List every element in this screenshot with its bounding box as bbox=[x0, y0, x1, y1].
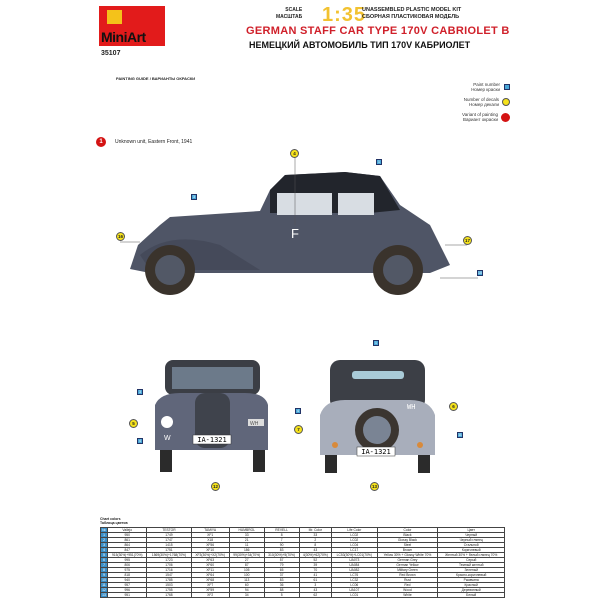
car-rear-view: IA-1321 WH bbox=[320, 360, 435, 473]
miniart-logo: MiniArt bbox=[99, 6, 165, 46]
table-cell: 1569(30%)+1768(70%) bbox=[146, 552, 192, 558]
page-title: GERMAN STAFF CAR TYPE 170V CABRIOLET B bbox=[246, 25, 510, 37]
table-cell: Белый bbox=[437, 592, 505, 598]
paint-callout: 4 bbox=[295, 408, 301, 414]
paint-callout: 1 bbox=[373, 340, 379, 346]
side-marking: F bbox=[291, 226, 299, 241]
decal-number-icon bbox=[502, 98, 510, 106]
table-cell: 1768 bbox=[146, 592, 192, 598]
car-side-view: F bbox=[120, 157, 478, 295]
front-marking: W bbox=[164, 435, 171, 442]
table-cell: 34 bbox=[228, 592, 265, 598]
paint-callout: 1 bbox=[376, 159, 382, 165]
variant-badge: 1 bbox=[96, 137, 106, 147]
paint-callout: 4 bbox=[137, 438, 143, 444]
painting-guide-heading: PAINTING GUIDE / ВАРИАНТЫ ОКРАСКИ bbox=[116, 76, 196, 81]
table-cell: XF2 bbox=[190, 592, 230, 598]
paint-callout: 3 bbox=[191, 194, 197, 200]
paint-callout: 11 bbox=[457, 432, 463, 438]
decal-callout: 12 bbox=[211, 482, 220, 491]
variant-icon bbox=[501, 112, 510, 122]
decal-callout: 4 bbox=[290, 149, 299, 158]
table-cell: Yellow 30% + Glossy White 70% bbox=[376, 552, 439, 558]
table-cell: 99(30%)+34(70%) bbox=[228, 552, 265, 558]
decal-callout: 6 bbox=[449, 402, 458, 411]
decal-callout: 17 bbox=[463, 236, 472, 245]
table-cell: Желтый 30% + белый глянец 70% bbox=[437, 552, 505, 558]
table-cell: 951 bbox=[106, 592, 148, 598]
decal-callout: 13 bbox=[370, 482, 379, 491]
kit-number: 35107 bbox=[101, 50, 121, 57]
variant-description: Unknown unit, Eastern Front, 1941 bbox=[115, 139, 193, 145]
table-cell: 5 bbox=[263, 592, 300, 598]
table-cell: 13 bbox=[100, 592, 108, 598]
decal-callout: 16 bbox=[116, 232, 125, 241]
paint-callout: 3 bbox=[137, 389, 143, 395]
table-cell: XF3(30%)+X2(70%) bbox=[190, 552, 230, 558]
decal-callout: 7 bbox=[294, 425, 303, 434]
page-title-ru: НЕМЕЦКИЙ АВТОМОБИЛЬ ТИП 170V КАБРИОЛЕТ bbox=[249, 40, 471, 50]
table-cell: LC01 bbox=[331, 592, 378, 598]
table-cell: White bbox=[376, 592, 439, 598]
rear-marking: WH bbox=[407, 403, 415, 411]
table-cell: 62 bbox=[298, 592, 333, 598]
paint-callout: 10 bbox=[477, 270, 483, 276]
front-plate: IA-1321 bbox=[197, 436, 227, 444]
scale-ratio: 1:35 bbox=[322, 4, 367, 26]
decal-callout: 5 bbox=[129, 419, 138, 428]
rear-plate: IA-1321 bbox=[361, 448, 391, 456]
table-cell: 310(30%)+5(70%) bbox=[263, 552, 300, 558]
table-cell: 4(30%)+62(70%) bbox=[298, 552, 333, 558]
paint-number-icon bbox=[504, 84, 510, 90]
table-cell: 915(30%)+951(70%) bbox=[106, 552, 148, 558]
car-front-view: IA-1321 W WH bbox=[155, 360, 268, 472]
table-cell: LC53(30%)+LC01(70%) bbox=[331, 552, 378, 558]
front-wh: WH bbox=[250, 421, 259, 427]
